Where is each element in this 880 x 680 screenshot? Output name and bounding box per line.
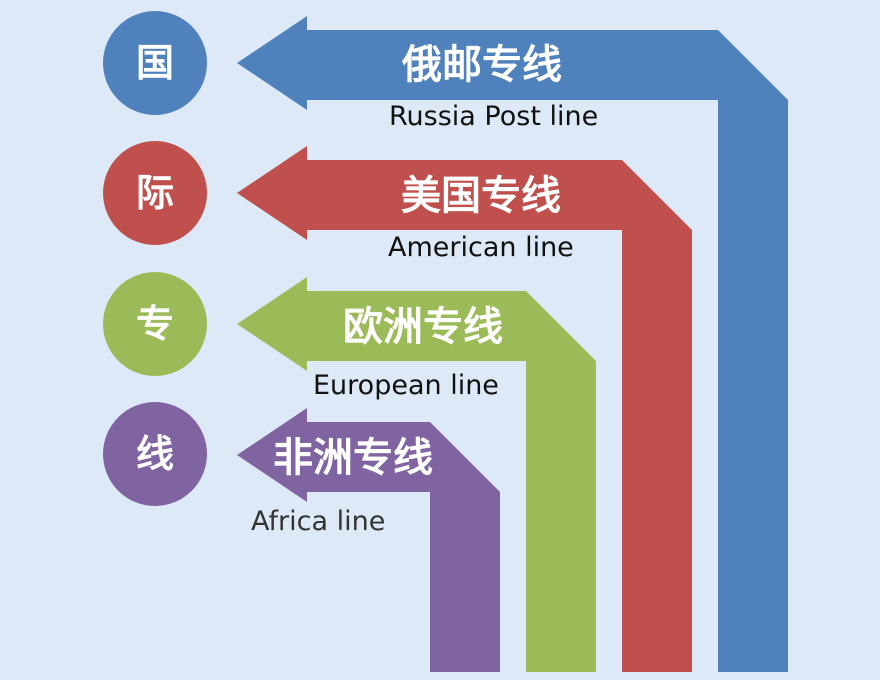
- circle-guo: 国: [103, 11, 207, 115]
- circle-xian: 线: [103, 402, 207, 506]
- circle-char: 际: [135, 171, 174, 215]
- circle-ji: 际: [103, 141, 207, 245]
- title-africa: 非洲专线: [273, 435, 433, 481]
- title-european: 欧洲专线: [343, 304, 503, 350]
- label-american: American line: [388, 232, 574, 263]
- circle-char: 国: [135, 41, 174, 85]
- title-russia-post: 俄邮专线: [402, 42, 562, 88]
- label-africa: Africa line: [251, 506, 386, 537]
- arrow-american: [237, 146, 692, 672]
- arrow-european: [237, 277, 596, 672]
- title-american: 美国专线: [401, 173, 561, 219]
- circle-char: 专: [135, 302, 174, 346]
- label-european: European line: [313, 370, 499, 401]
- circle-char: 线: [135, 432, 174, 476]
- arrow-russia-post: [237, 16, 788, 672]
- label-russia-post: Russia Post line: [389, 101, 599, 132]
- arrow-africa: [237, 408, 500, 672]
- circle-zhuan: 专: [103, 272, 207, 376]
